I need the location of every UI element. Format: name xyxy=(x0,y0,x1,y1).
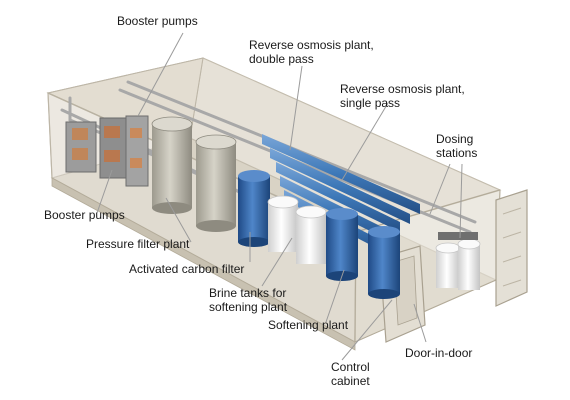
label-brine-tanks: Brine tanks for softening plant xyxy=(209,286,288,314)
leader-lines xyxy=(96,32,463,361)
booster-pumps-graphic xyxy=(65,115,149,187)
brine-tanks xyxy=(267,195,327,264)
leader-booster-left xyxy=(96,169,113,214)
leader-dosing xyxy=(429,163,451,215)
leader-pressure-filter xyxy=(165,197,192,243)
leader-brine xyxy=(261,237,293,287)
leader-dosing-2 xyxy=(459,163,463,239)
label-pressure-filter-plant: Pressure filter plant xyxy=(86,237,190,251)
dosing-station-tanks xyxy=(435,232,481,290)
label-door-in-door: Door-in-door xyxy=(405,346,473,360)
leader-door xyxy=(413,303,427,343)
label-ro-double-pass: Reverse osmosis plant, double pass xyxy=(249,38,374,66)
label-ro-single-pass: Reverse osmosis plant, single pass xyxy=(340,82,465,110)
leader-ro-double xyxy=(289,65,303,151)
leader-softening xyxy=(325,269,345,323)
label-control-cabinet: Control cabinet xyxy=(331,360,370,388)
leader-ro-single xyxy=(341,102,389,181)
leader-control xyxy=(341,299,393,361)
label-activated-carbon-filter: Activated carbon filter xyxy=(129,262,245,276)
pressure-filter-tanks xyxy=(151,116,237,232)
label-softening-plant: Softening plant xyxy=(268,318,349,332)
label-booster-pumps-left: Booster pumps xyxy=(44,208,125,222)
label-dosing-stations: Dosing stations xyxy=(436,132,478,160)
leader-booster-top xyxy=(137,32,184,117)
label-booster-pumps-top: Booster pumps xyxy=(117,14,198,28)
